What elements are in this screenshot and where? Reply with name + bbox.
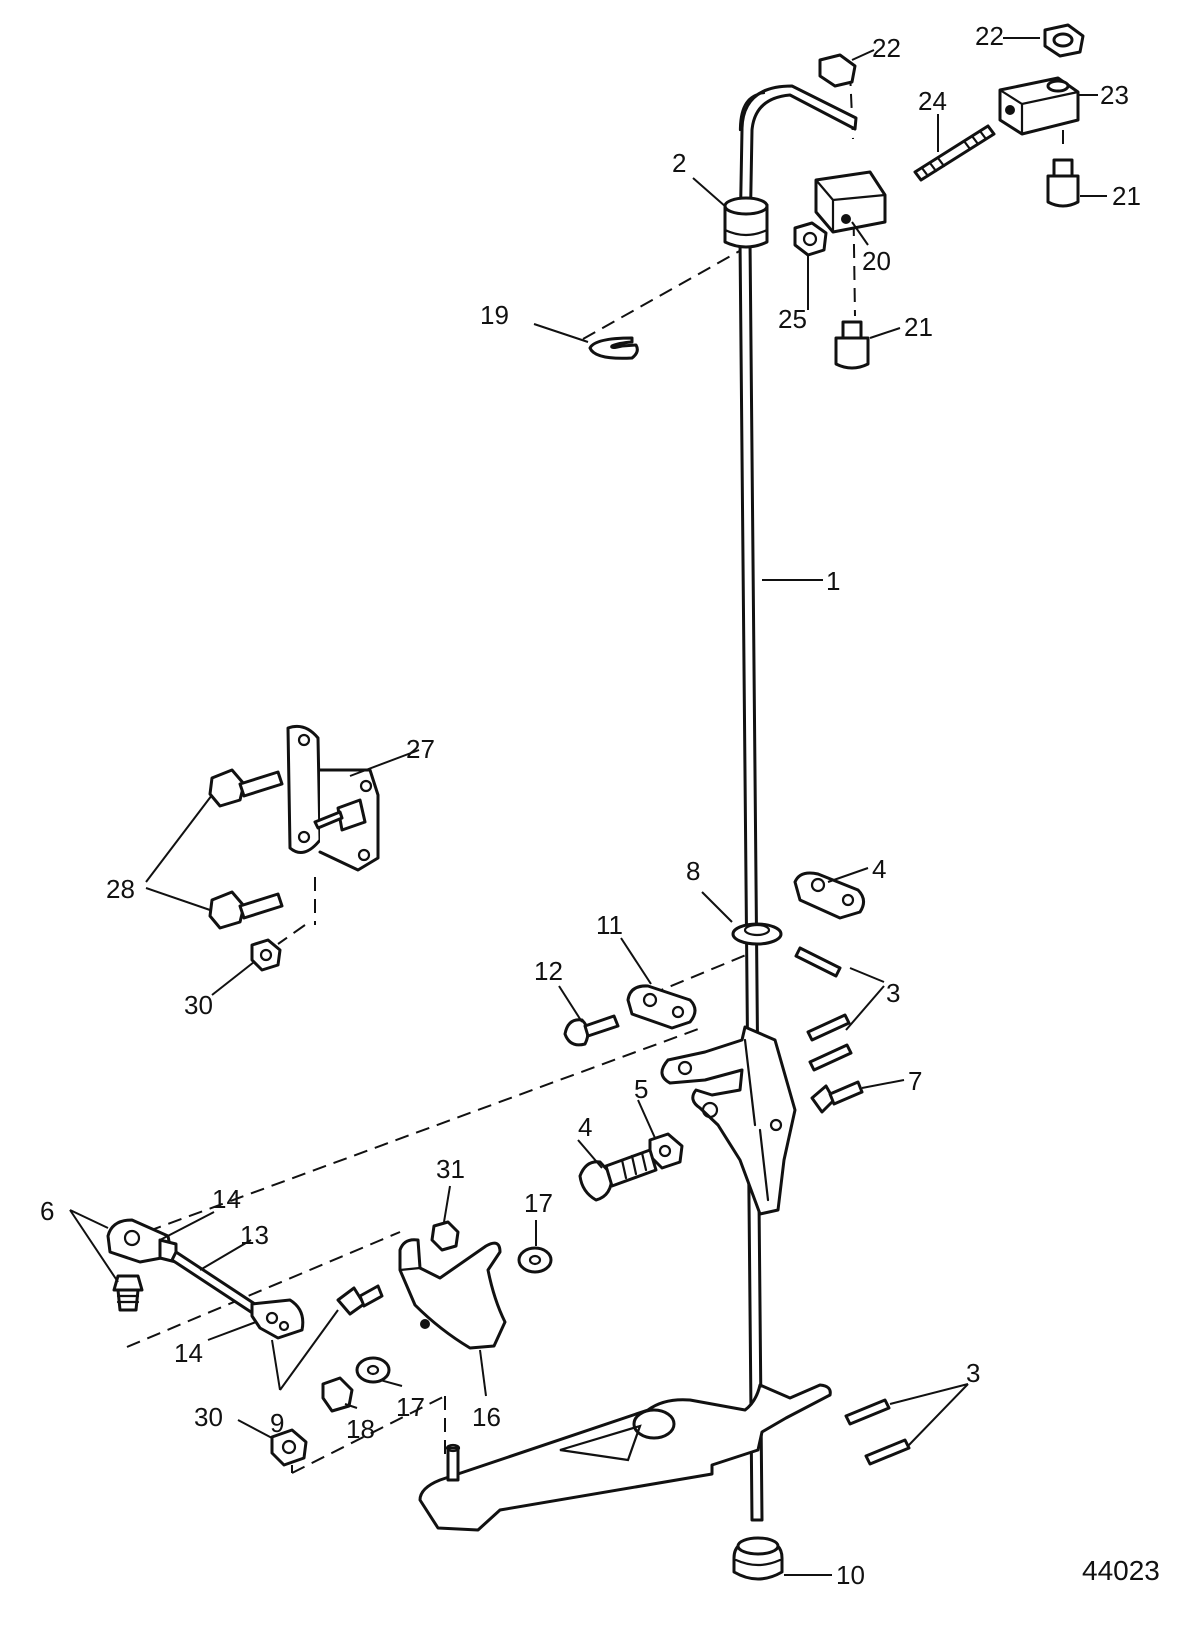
flat-washer — [355, 1246, 553, 1384]
callout-30: 30 — [194, 1402, 223, 1432]
callout-13: 13 — [240, 1220, 269, 1250]
callout-21: 21 — [1112, 181, 1141, 211]
callout-17: 17 — [524, 1188, 553, 1218]
e-clip — [588, 336, 639, 360]
lower-bushing — [732, 1536, 784, 1581]
callout-5: 5 — [634, 1074, 648, 1104]
callout-18: 18 — [346, 1414, 375, 1444]
lock-nut — [793, 221, 828, 257]
clamp-plate — [626, 984, 697, 1030]
leader-lines — [69, 37, 1107, 1576]
callout-27: 27 — [406, 734, 435, 764]
clamp-block-upper — [793, 871, 865, 920]
shift-shaft — [738, 84, 858, 1522]
mounting-bracket — [286, 724, 380, 872]
callout-4: 4 — [872, 854, 886, 884]
collar-bushing — [731, 922, 783, 946]
hex-bolt — [208, 768, 284, 930]
upper-bushing — [723, 196, 769, 249]
callout-24: 24 — [918, 86, 947, 116]
hex-nut — [818, 23, 1085, 88]
callout-3: 3 — [966, 1358, 980, 1388]
callout-28: 28 — [106, 874, 135, 904]
callout-6: 6 — [40, 1196, 54, 1226]
ball-stud-9 — [336, 1284, 384, 1316]
shift-lever-casting — [660, 1025, 797, 1216]
end-block — [998, 76, 1080, 136]
clamp-screw — [563, 1014, 620, 1047]
ball-stud — [112, 1274, 144, 1312]
roll-pin — [794, 946, 911, 1466]
callout-12: 12 — [534, 956, 563, 986]
callout-4: 4 — [578, 1112, 592, 1142]
callout-19: 19 — [480, 300, 509, 330]
callout-1: 1 — [826, 566, 840, 596]
callout-17: 17 — [396, 1392, 425, 1422]
callout-7: 7 — [908, 1066, 922, 1096]
nut-18 — [321, 1376, 354, 1413]
callout-21: 21 — [904, 312, 933, 342]
callout-10: 10 — [836, 1560, 865, 1590]
callout-9: 9 — [270, 1408, 284, 1438]
callout-31: 31 — [436, 1154, 465, 1184]
callout-2: 2 — [672, 148, 686, 178]
shift-arm — [418, 1383, 832, 1532]
callout-30: 30 — [184, 990, 213, 1020]
link-rod-assembly — [106, 1218, 305, 1340]
adjusting-screw — [578, 1148, 658, 1202]
figure-number: 44023 — [1082, 1555, 1160, 1586]
callout-14: 14 — [174, 1338, 203, 1368]
stud-pin — [810, 1080, 864, 1114]
assembly-dash-lines — [126, 71, 1064, 1474]
callout-16: 16 — [472, 1402, 501, 1432]
callout-8: 8 — [686, 856, 700, 886]
shoulder-screw — [834, 158, 1080, 370]
nut-31 — [430, 1220, 460, 1252]
callout-20: 20 — [862, 246, 891, 276]
callout-23: 23 — [1100, 80, 1129, 110]
callout-22: 22 — [872, 33, 901, 63]
callout-25: 25 — [778, 304, 807, 334]
threaded-rod — [913, 124, 996, 182]
callout-22: 22 — [975, 21, 1004, 51]
cam-plate — [398, 1238, 507, 1350]
connector-block — [814, 170, 887, 234]
hex-nut-small — [250, 938, 308, 1467]
callout-labels: 1 2 3 3 4 4 5 6 7 8 9 10 11 12 13 14 14 … — [40, 21, 1160, 1590]
callout-14: 14 — [212, 1184, 241, 1214]
callout-3: 3 — [886, 978, 900, 1008]
callout-11: 11 — [596, 910, 623, 940]
